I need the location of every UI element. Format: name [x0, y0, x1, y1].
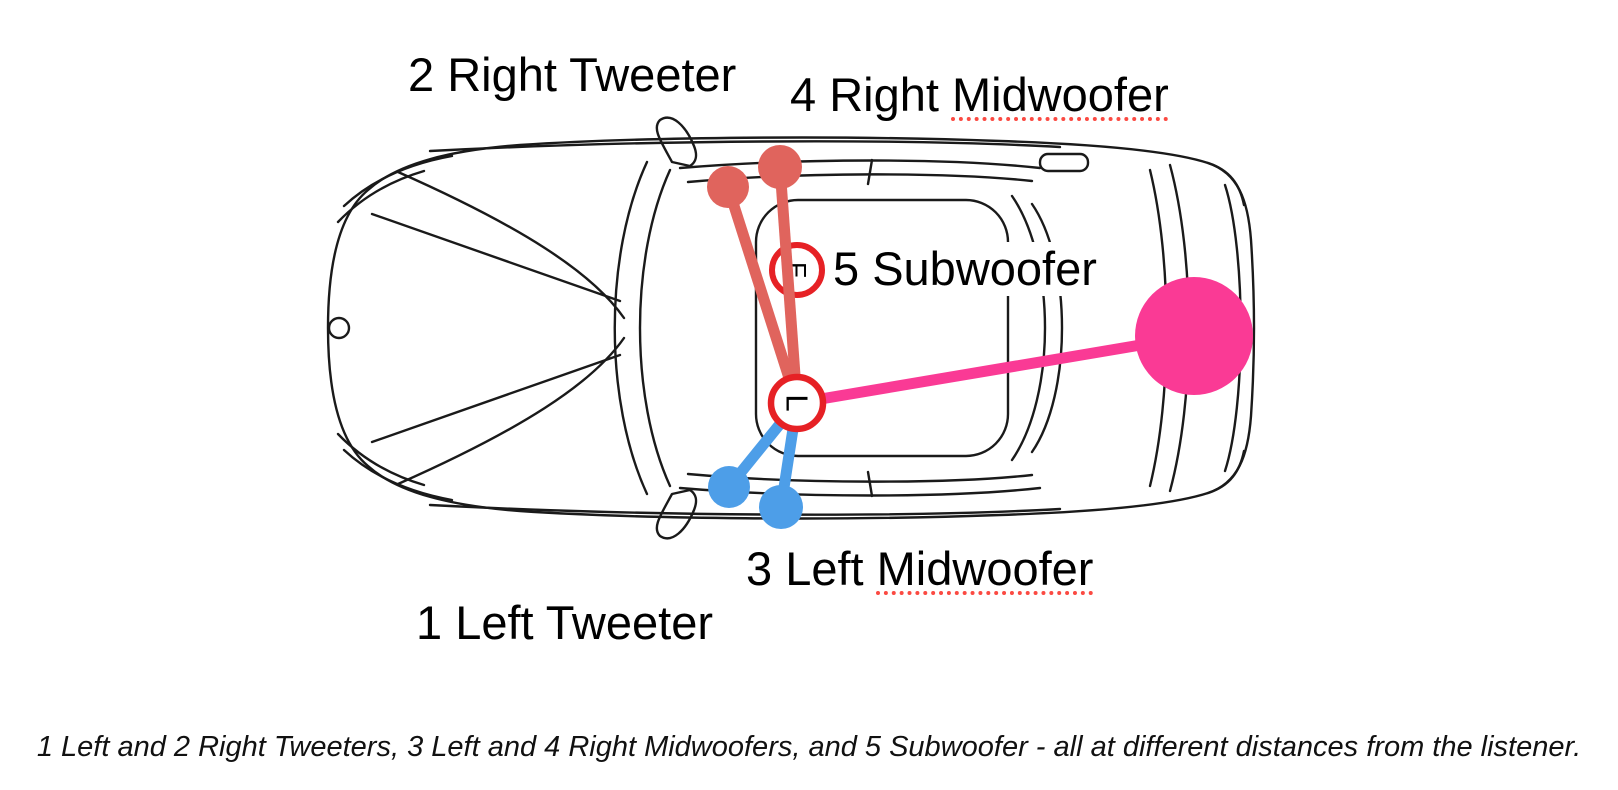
car-hood-crease-bottom [370, 353, 622, 444]
front-marker: F [769, 242, 825, 298]
car-roof-antenna [1038, 152, 1090, 173]
line-subwoofer [796, 330, 1195, 409]
speaker-dots [707, 145, 1253, 529]
car-windshield-arc [613, 160, 649, 496]
car-front-corner-top [342, 154, 454, 208]
car-top-edge-line [428, 140, 1062, 153]
car-hood-crease-top [370, 212, 622, 303]
car-bpillar-top [866, 158, 874, 186]
label-subwoofer: 5 Subwoofer [827, 242, 1103, 296]
car-front-corner-bottom [342, 448, 454, 502]
car-bottom-edge-line [428, 503, 1062, 516]
line-right-midwoofer [774, 166, 803, 404]
car-hood-sweep-bottom [396, 336, 626, 486]
label-left-midwoofer-word: Midwoofer [876, 542, 1094, 595]
left-tweeter-dot [708, 466, 750, 508]
car-rear-corner-bottom [1206, 449, 1246, 495]
car-front-emblem [327, 316, 351, 340]
label-right-tweeter: 2 Right Tweeter [402, 48, 743, 102]
listener-marker-ring [767, 373, 827, 433]
car-side-window-top [678, 159, 1042, 170]
car-mirror-top [655, 116, 698, 168]
car-bpillar-bottom [866, 470, 874, 498]
label-left-midwoofer: 3 Left Midwoofer [740, 542, 1100, 596]
label-right-midwoofer-prefix: 4 Right [790, 68, 952, 121]
label-left-midwoofer-prefix: 3 Left [746, 542, 877, 595]
car-rear-corner-top [1206, 161, 1246, 207]
car-mirror-bottom [655, 488, 698, 540]
listener-marker: L [767, 373, 827, 433]
car-rear-window-arc [1010, 194, 1047, 462]
car-front-corner-top2 [336, 169, 426, 224]
car-windshield-arc2 [638, 168, 672, 488]
car-rear-window-arc2 [1030, 202, 1064, 454]
car-front-corner-bottom2 [336, 432, 426, 487]
car-hood-sweep-top [396, 170, 626, 320]
listener-marker-letter: L [780, 394, 815, 411]
right-midwoofer-dot [758, 145, 802, 189]
left-midwoofer-dot [759, 485, 803, 529]
line-right-tweeter [722, 185, 803, 405]
subwoofer-dot [1135, 277, 1253, 395]
label-right-midwoofer: 4 Right Midwoofer [784, 68, 1175, 122]
label-left-tweeter: 1 Left Tweeter [410, 596, 719, 650]
car-roof-panel [754, 198, 1010, 458]
figure-caption: 1 Left and 2 Right Tweeters, 3 Left and … [36, 731, 1582, 763]
car-body-outline [326, 136, 1256, 520]
right-tweeter-dot [707, 166, 749, 208]
car-top-view-drawing [326, 116, 1256, 540]
label-right-midwoofer-word: Midwoofer [951, 68, 1169, 121]
